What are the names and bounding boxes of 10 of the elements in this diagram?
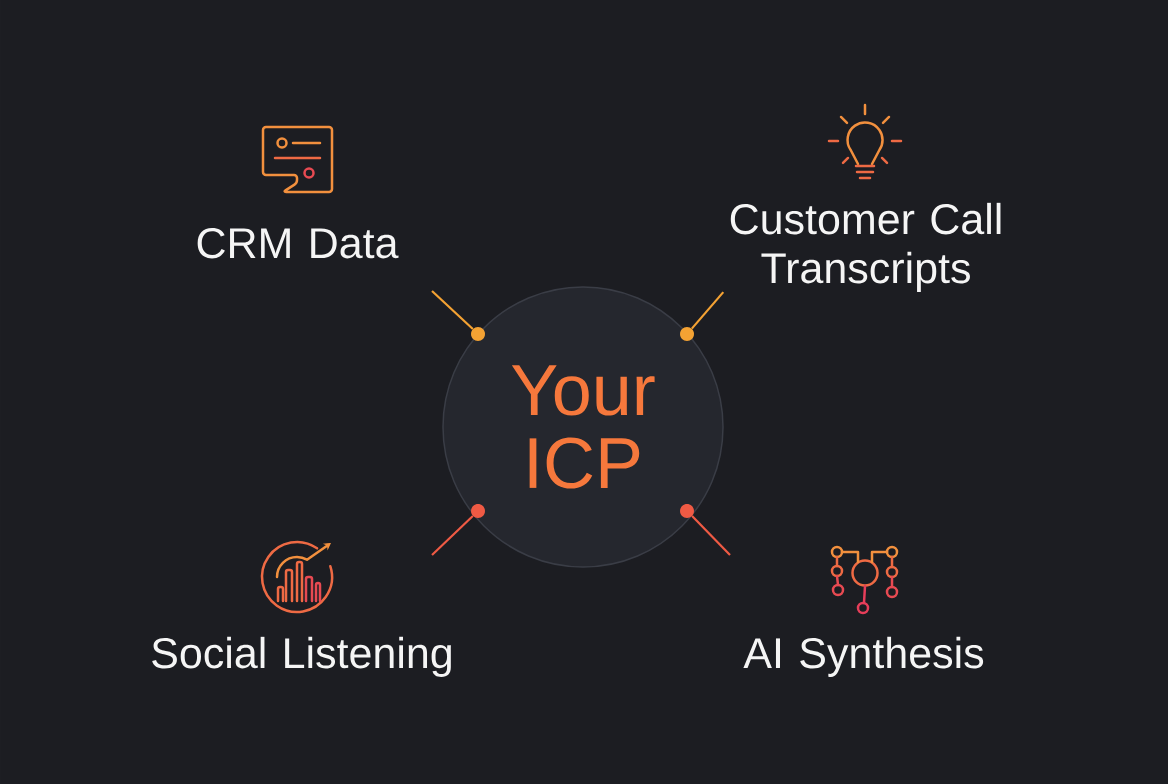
source-label: CRM Data — [197, 227, 399, 259]
connector-line — [431, 515, 474, 556]
connector-line — [691, 515, 731, 556]
connector-dot — [471, 327, 485, 341]
source-label: Social Listening — [152, 636, 451, 677]
connector-line — [691, 291, 725, 330]
circle-node: Your ICP — [442, 286, 724, 568]
source-label: AI Synthesis — [743, 636, 984, 677]
source-label: Customer Call Transcripts — [730, 202, 1001, 292]
connector-line — [431, 290, 474, 330]
